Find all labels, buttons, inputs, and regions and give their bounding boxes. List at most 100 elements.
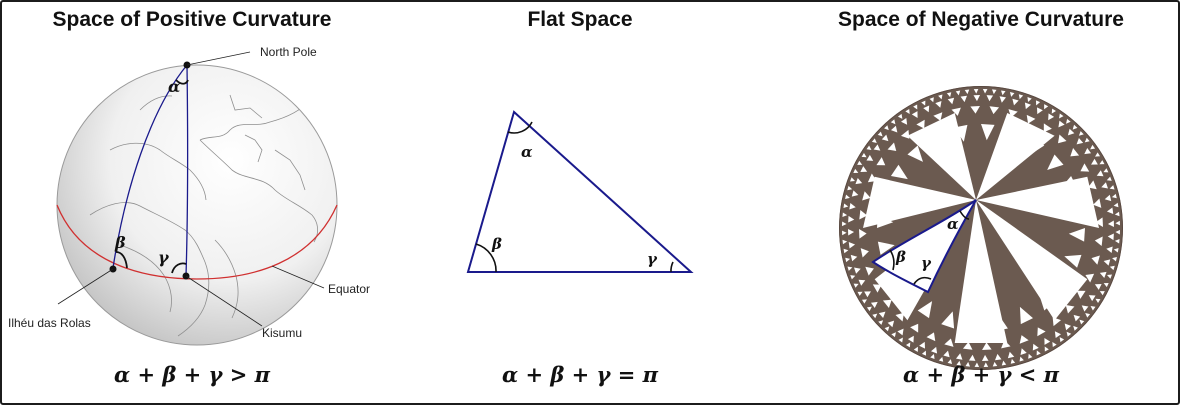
tiling-wedge	[842, 239, 848, 245]
tiling-wedge	[954, 200, 1008, 344]
tiling-wedge	[992, 361, 998, 367]
tiling-wedge	[1036, 350, 1041, 356]
meridian-kisumu	[185, 64, 189, 277]
tiling-wedge	[1093, 198, 1102, 208]
tiling-wedge	[907, 112, 976, 200]
tiling-wedge	[898, 337, 903, 343]
tiling-wedge	[884, 326, 890, 332]
tiling-wedge	[1084, 137, 1090, 143]
tiling-wedge	[1115, 220, 1120, 226]
tiling-wedge	[1114, 211, 1120, 217]
tiling-wedge	[1052, 342, 1057, 348]
tiling-wedge	[877, 241, 895, 255]
globe-sphere	[56, 64, 338, 346]
tiling-wedge	[947, 359, 953, 364]
tiling-wedge	[962, 341, 973, 350]
tiling-wedge	[1107, 274, 1113, 279]
tiling-wedge	[956, 360, 961, 366]
tiling-wedge	[982, 342, 992, 350]
tiling-wedge	[1058, 120, 1065, 128]
tiling-wedge	[1052, 317, 1062, 327]
tiling-wedge	[986, 95, 994, 102]
tiling-wedge	[866, 145, 872, 150]
tiling-wedge	[1026, 114, 1036, 124]
tiling-wedge	[1067, 128, 1075, 136]
tiling-wedge	[898, 286, 915, 302]
tiling-wedge	[941, 311, 955, 329]
tiling-wedge	[981, 124, 995, 141]
flat-gamma-label: γ	[647, 250, 658, 268]
tiling-wedge	[913, 346, 918, 352]
tiling-wedge	[866, 306, 872, 312]
tiling-wedge	[854, 267, 861, 274]
tiling-wedge	[1066, 118, 1071, 124]
tiling-wedge	[850, 275, 856, 280]
tiling-wedge	[1007, 127, 1021, 145]
tiling-wedge	[842, 221, 847, 227]
tiling-wedge	[938, 356, 944, 362]
tiling-wedge	[1085, 313, 1091, 318]
tiling-wedge	[913, 104, 918, 110]
tiling-wedge	[1090, 306, 1096, 311]
tiling-wedge	[1019, 335, 1029, 344]
globe-gamma-label: γ	[158, 248, 170, 267]
tiling-wedge	[965, 361, 971, 367]
tiling-wedge	[845, 257, 851, 263]
tiling-wedge	[1001, 360, 1007, 366]
tiling-wedge	[847, 266, 853, 271]
tiling-wedge	[872, 313, 878, 319]
flat-formula: α + β + γ = π	[502, 362, 658, 387]
tiling-wedge	[1107, 233, 1114, 241]
tiling-wedge	[1019, 356, 1024, 362]
tiling-wedge	[849, 203, 856, 210]
tiling-wedge	[919, 341, 926, 349]
tiling-wedge	[876, 157, 886, 166]
neg-beta-arc	[889, 249, 895, 271]
tiling-wedge	[863, 176, 976, 228]
tiling-wedge	[1001, 90, 1006, 96]
tiling-wedge	[890, 164, 908, 180]
globe: North Pole Equator Ilhéu das Rolas Kisum…	[8, 45, 370, 346]
tiling-wedge	[867, 173, 877, 183]
tiling-wedge	[981, 354, 989, 361]
tiling-wedge	[1106, 246, 1113, 253]
tiling-wedge	[1114, 238, 1120, 244]
continent-outlines	[89, 65, 318, 337]
tiling-wedge	[1008, 109, 1018, 118]
tiling-wedge	[871, 138, 877, 143]
tiling-wedge	[1064, 254, 1082, 268]
tiling-wedge	[847, 185, 853, 191]
tiling-wedge	[1096, 170, 1104, 177]
tiling-wedge	[933, 112, 943, 121]
tiling-wedge	[999, 96, 1006, 103]
north-pole-label: North Pole	[260, 45, 317, 59]
tiling-wedge	[857, 160, 863, 165]
tiling-wedge	[1020, 348, 1027, 355]
tiling-wedge	[938, 94, 943, 100]
tiling-wedge	[1009, 92, 1015, 97]
tiling-wedge	[970, 106, 980, 114]
tiling-wedge	[947, 97, 955, 105]
tiling-wedge	[1079, 319, 1085, 325]
tiling-wedge	[1088, 295, 1096, 302]
equator-leader	[271, 265, 325, 289]
tiling-wedge	[860, 166, 868, 173]
tiling-wedge	[1103, 282, 1109, 288]
tiling-wedge	[853, 168, 859, 174]
tiling-wedge	[1047, 154, 1064, 170]
tiling-wedge	[897, 328, 904, 336]
tiling-wedge	[872, 284, 882, 293]
tiling-wedge	[853, 283, 859, 288]
tiling-wedge	[1072, 124, 1078, 130]
tiling-wedge	[900, 117, 908, 125]
negative-formula: α + β + γ < π	[903, 362, 1059, 387]
tiling-wedge	[1078, 131, 1084, 136]
tiling-wedge	[1095, 298, 1101, 304]
flat-beta-arc	[475, 243, 497, 273]
tiling-wedge	[842, 230, 847, 236]
tiling-wedge	[870, 301, 878, 309]
tiling-wedge	[930, 346, 938, 354]
tiling-wedge	[989, 106, 1000, 115]
tiling-wedge	[1029, 137, 1045, 155]
tiling-wedge	[917, 301, 933, 319]
